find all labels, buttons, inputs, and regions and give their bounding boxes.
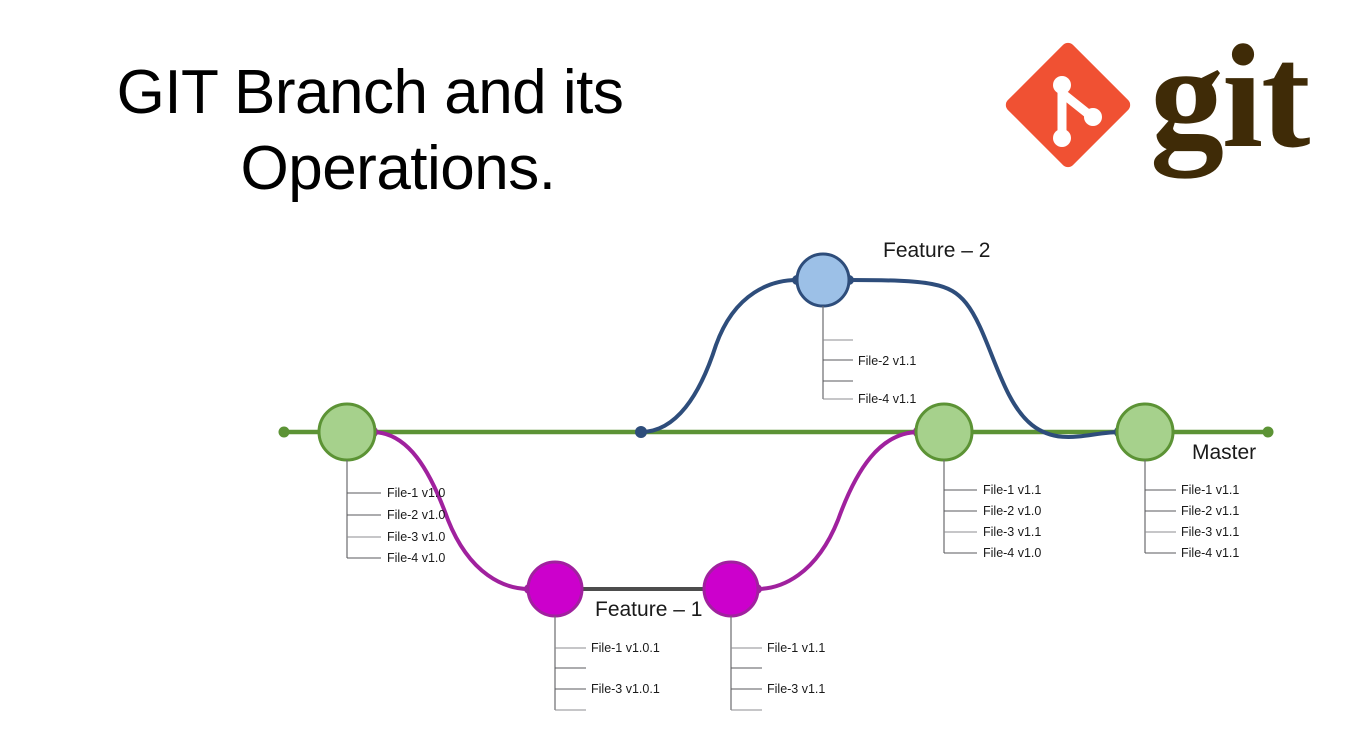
- file-label: File-3 v1.1: [767, 682, 825, 696]
- file-label: File-1 v1.0.1: [591, 641, 660, 655]
- file-label: File-4 v1.0: [983, 546, 1041, 560]
- git-logo: git: [1000, 23, 1335, 175]
- file-label: File-3 v1.0: [387, 530, 445, 544]
- page-title: GIT Branch and its Operations.: [40, 55, 700, 206]
- commit-labels-master-c1: File-1 v1.0 File-2 v1.0 File-3 v1.0 File…: [346, 460, 445, 565]
- commit-labels-feature1-c1: File-1 v1.0.1 File-3 v1.0.1: [554, 616, 660, 711]
- git-wordmark: git: [1150, 15, 1310, 179]
- feature2-branch-path: [640, 278, 1121, 439]
- file-label: File-3 v1.1: [1181, 525, 1239, 539]
- commit-labels-master-c2: File-1 v1.1 File-2 v1.0 File-3 v1.1 File…: [943, 460, 1041, 560]
- commit-node-feature1-c1[interactable]: [526, 560, 584, 618]
- file-label: File-1 v1.1: [983, 483, 1041, 497]
- branch-label-master: Master: [1192, 441, 1256, 464]
- file-label: File-4 v1.1: [858, 392, 916, 406]
- commit-labels-feature1-c2: File-1 v1.1 File-3 v1.1: [730, 616, 825, 711]
- file-label: File-1 v1.1: [767, 641, 825, 655]
- file-label: File-2 v1.1: [858, 354, 916, 368]
- commit-node-feature2-c1[interactable]: [795, 252, 851, 308]
- file-label: File-2 v1.0: [387, 508, 445, 522]
- file-label: File-4 v1.0: [387, 551, 445, 565]
- commit-node-master-c1[interactable]: [317, 402, 377, 462]
- commit-node-feature1-c2[interactable]: [702, 560, 760, 618]
- git-diamond-icon: [1005, 42, 1131, 168]
- master-start-dot: [278, 426, 290, 438]
- file-label: File-2 v1.1: [1181, 504, 1239, 518]
- feature2-branch-out-dot: [635, 426, 647, 438]
- title-line-1: GIT Branch and its: [116, 58, 624, 127]
- commit-labels-feature2-c1: File-2 v1.1 File-4 v1.1: [822, 306, 916, 406]
- file-label: File-2 v1.0: [983, 504, 1041, 518]
- feature1-branch-path: [371, 430, 920, 591]
- commit-node-master-c2[interactable]: [914, 402, 974, 462]
- file-label: File-4 v1.1: [1181, 546, 1239, 560]
- file-label: File-1 v1.1: [1181, 483, 1239, 497]
- commit-node-master-c3[interactable]: [1115, 402, 1175, 462]
- file-label: File-3 v1.0.1: [591, 682, 660, 696]
- title-line-2: Operations.: [240, 133, 556, 203]
- master-end-dot: [1262, 426, 1274, 438]
- file-label: File-3 v1.1: [983, 525, 1041, 539]
- branch-label-feature-2: Feature – 2: [883, 239, 990, 262]
- commit-labels-master-c3: File-1 v1.1 File-2 v1.1 File-3 v1.1 File…: [1144, 460, 1239, 560]
- file-label: File-1 v1.0: [387, 486, 445, 500]
- branch-label-feature-1: Feature – 1: [595, 598, 702, 621]
